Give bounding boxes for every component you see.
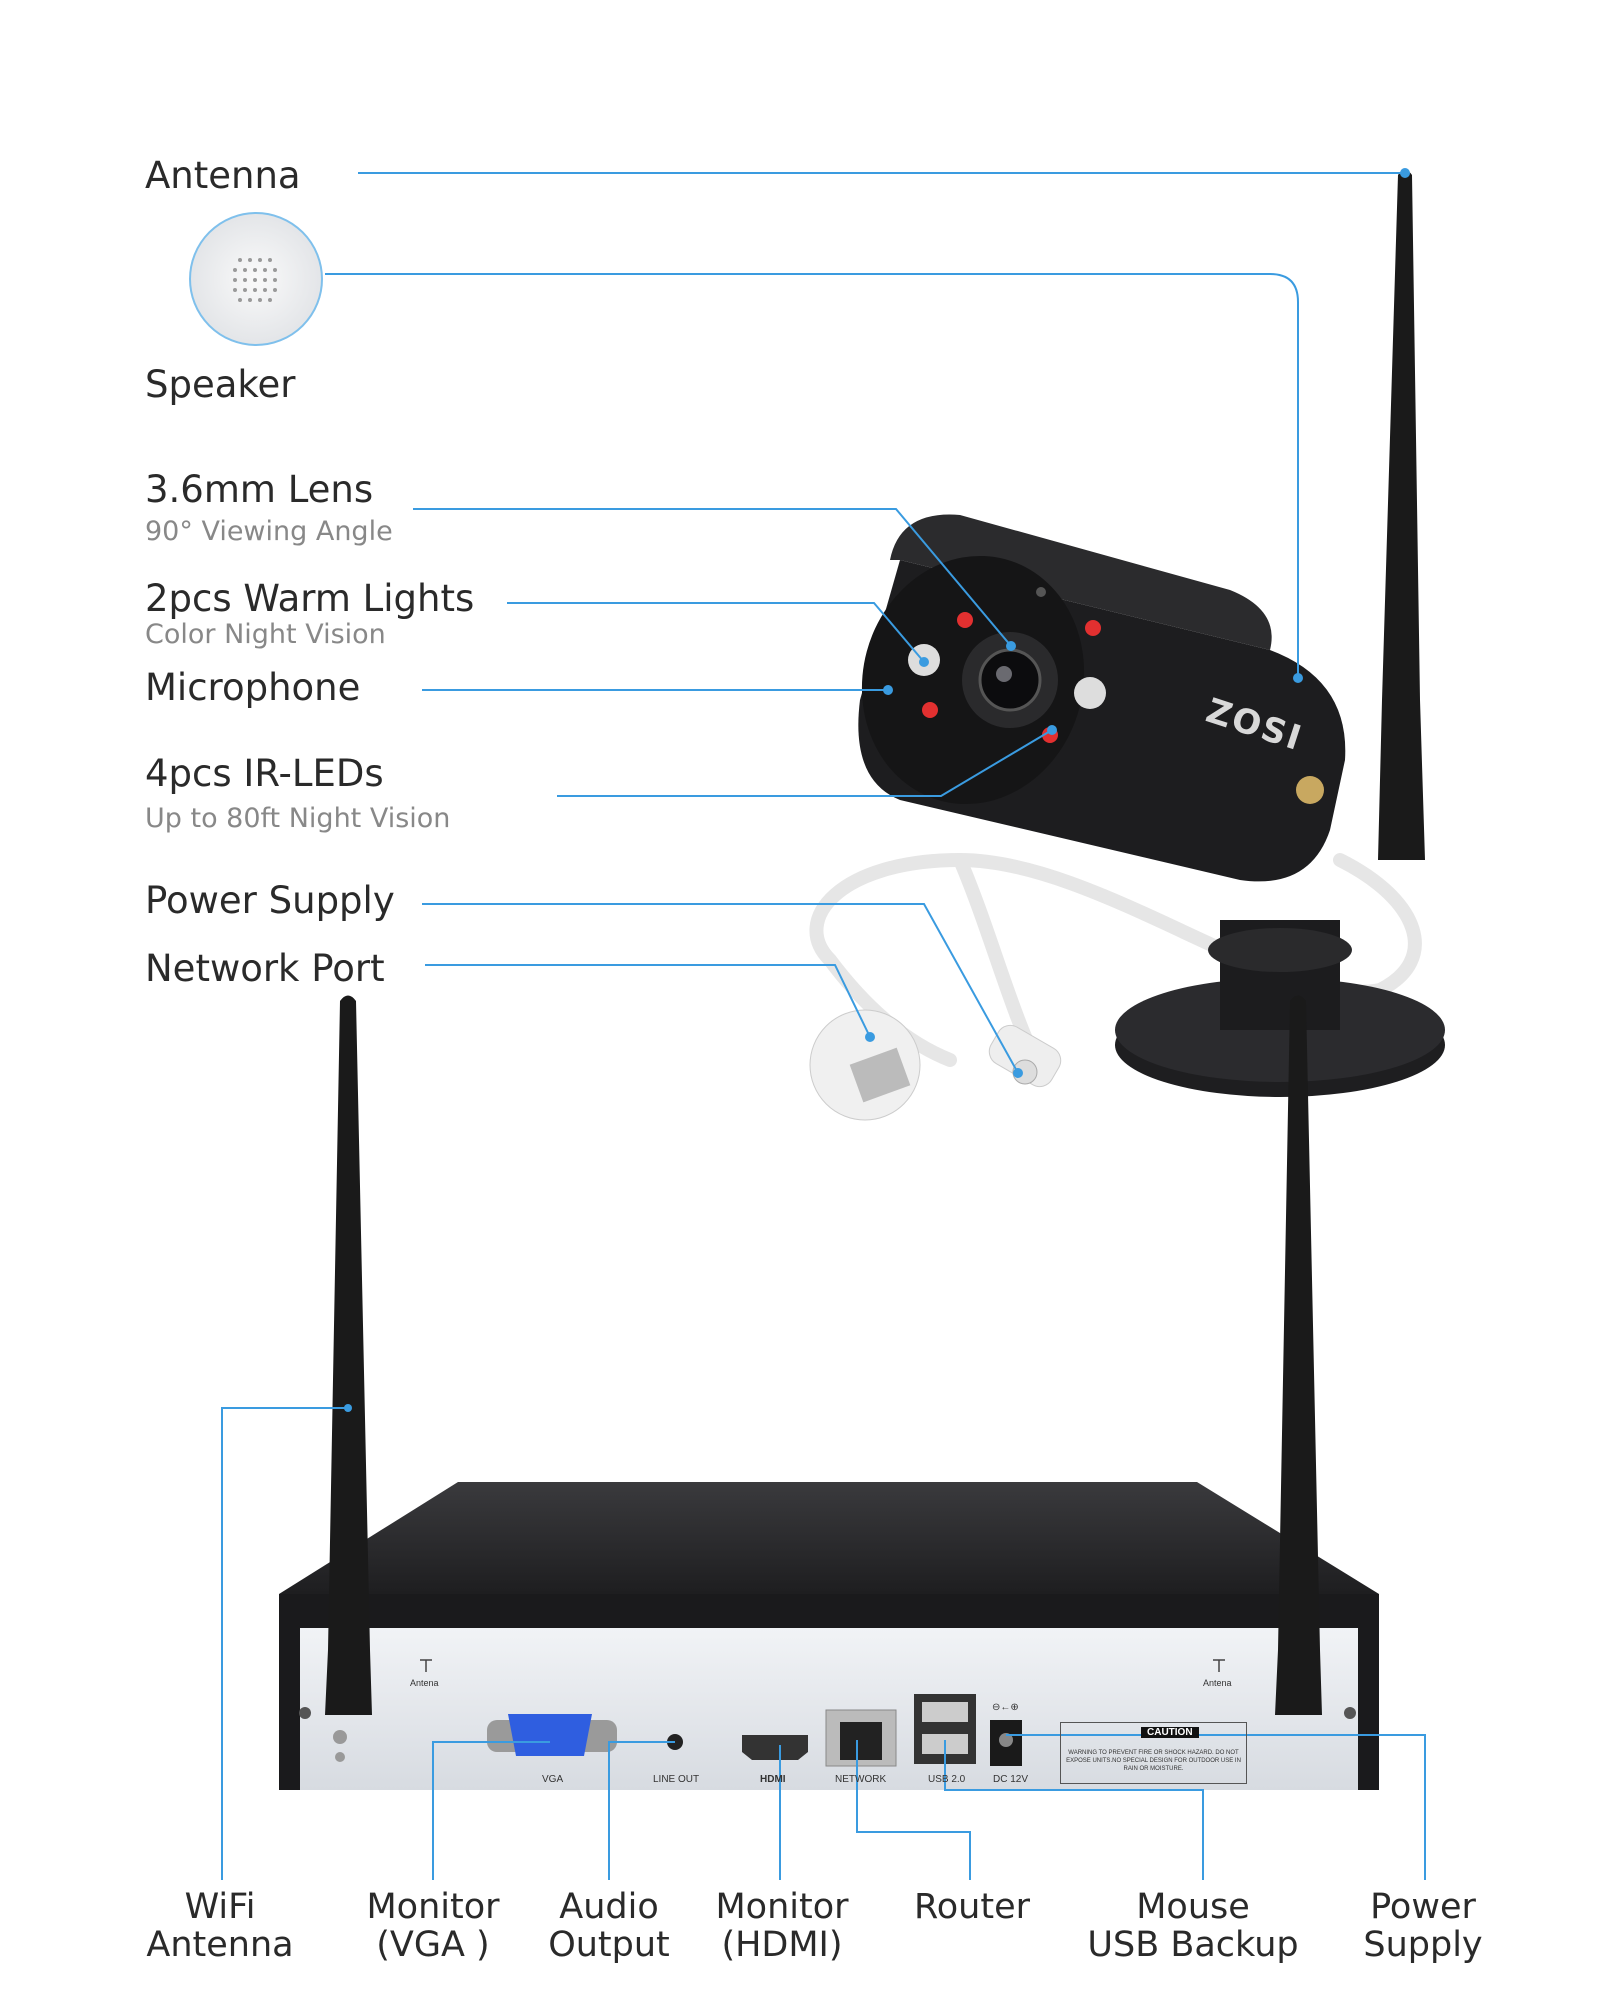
label-speaker: Speaker [145, 363, 296, 406]
label-network-port: Network Port [145, 947, 385, 990]
label-microphone: Microphone [145, 666, 361, 709]
label-power-supply: Power Supply [145, 879, 395, 922]
label-warm-lights-sub: Color Night Vision [145, 619, 386, 650]
bottom-label-monitor-vga: Monitor(VGA ) [323, 1888, 543, 1964]
port-label-antenna-right: Antena [1203, 1678, 1232, 1688]
nvr-antenna-left [325, 995, 372, 1715]
bottom-label-line: Router [914, 1887, 1030, 1927]
label-ir-leds-sub: Up to 80ft Night Vision [145, 803, 451, 834]
port-label-dc: DC 12V [993, 1774, 1029, 1785]
port-label-hdmi: HDMI [760, 1774, 786, 1785]
bottom-label-line: Monitor [715, 1887, 849, 1927]
speaker-closeup [189, 212, 323, 346]
bottom-label-line: Audio [559, 1887, 659, 1927]
hdmi-port [742, 1735, 808, 1760]
bottom-label-line: Power [1370, 1887, 1476, 1927]
bottom-label-line: Supply [1363, 1925, 1483, 1965]
bottom-label-router: Router [862, 1888, 1082, 1926]
network-connector [809, 1009, 921, 1121]
caution-warning: WARNING TO PREVENT FIRE OR SHOCK HAZARD.… [1066, 1750, 1241, 1772]
label-lens-sub: 90° Viewing Angle [145, 516, 393, 547]
port-label-network: NETWORK [835, 1774, 887, 1785]
nvr-recorder [279, 1482, 1379, 1790]
nvr-antenna-right [1275, 995, 1322, 1715]
bottom-label-monitor-hdmi: Monitor(HDMI) [672, 1888, 892, 1964]
port-label-usb: USB 2.0 [928, 1774, 966, 1785]
caution-title: CAUTION [1141, 1727, 1199, 1738]
label-antenna: Antenna [145, 154, 301, 197]
bottom-label-line: Antenna [146, 1925, 294, 1965]
camera-body [858, 514, 1346, 882]
bottom-label-line: Output [548, 1925, 670, 1965]
port-label-line-out: LINE OUT [653, 1774, 700, 1785]
bottom-label-line: WiFi [184, 1887, 256, 1927]
port-label-antenna-left: Antena [410, 1678, 439, 1688]
caution-sticker: CAUTION WARNING TO PREVENT FIRE OR SHOCK… [1060, 1722, 1247, 1784]
bottom-label-line: (HDMI) [721, 1925, 843, 1965]
label-ir-leds: 4pcs IR-LEDs [145, 752, 384, 795]
callout-lines [221, 172, 1426, 1880]
bottom-label-line: Monitor [366, 1887, 500, 1927]
camera-antenna [1378, 170, 1425, 860]
label-lens: 3.6mm Lens [145, 468, 374, 511]
callout-dots [344, 168, 1410, 1412]
label-warm-lights: 2pcs Warm Lights [145, 577, 475, 620]
bottom-label-line: Mouse [1136, 1887, 1250, 1927]
port-label-vga: VGA [542, 1774, 564, 1785]
power-connector [988, 1024, 1062, 1088]
port-label-polarity: ⊖←⊕ [992, 1702, 1019, 1713]
camera-mount [1115, 920, 1445, 1097]
bottom-label-line: (VGA ) [376, 1925, 490, 1965]
bottom-label-line: USB Backup [1087, 1925, 1299, 1965]
vga-port [487, 1714, 617, 1756]
